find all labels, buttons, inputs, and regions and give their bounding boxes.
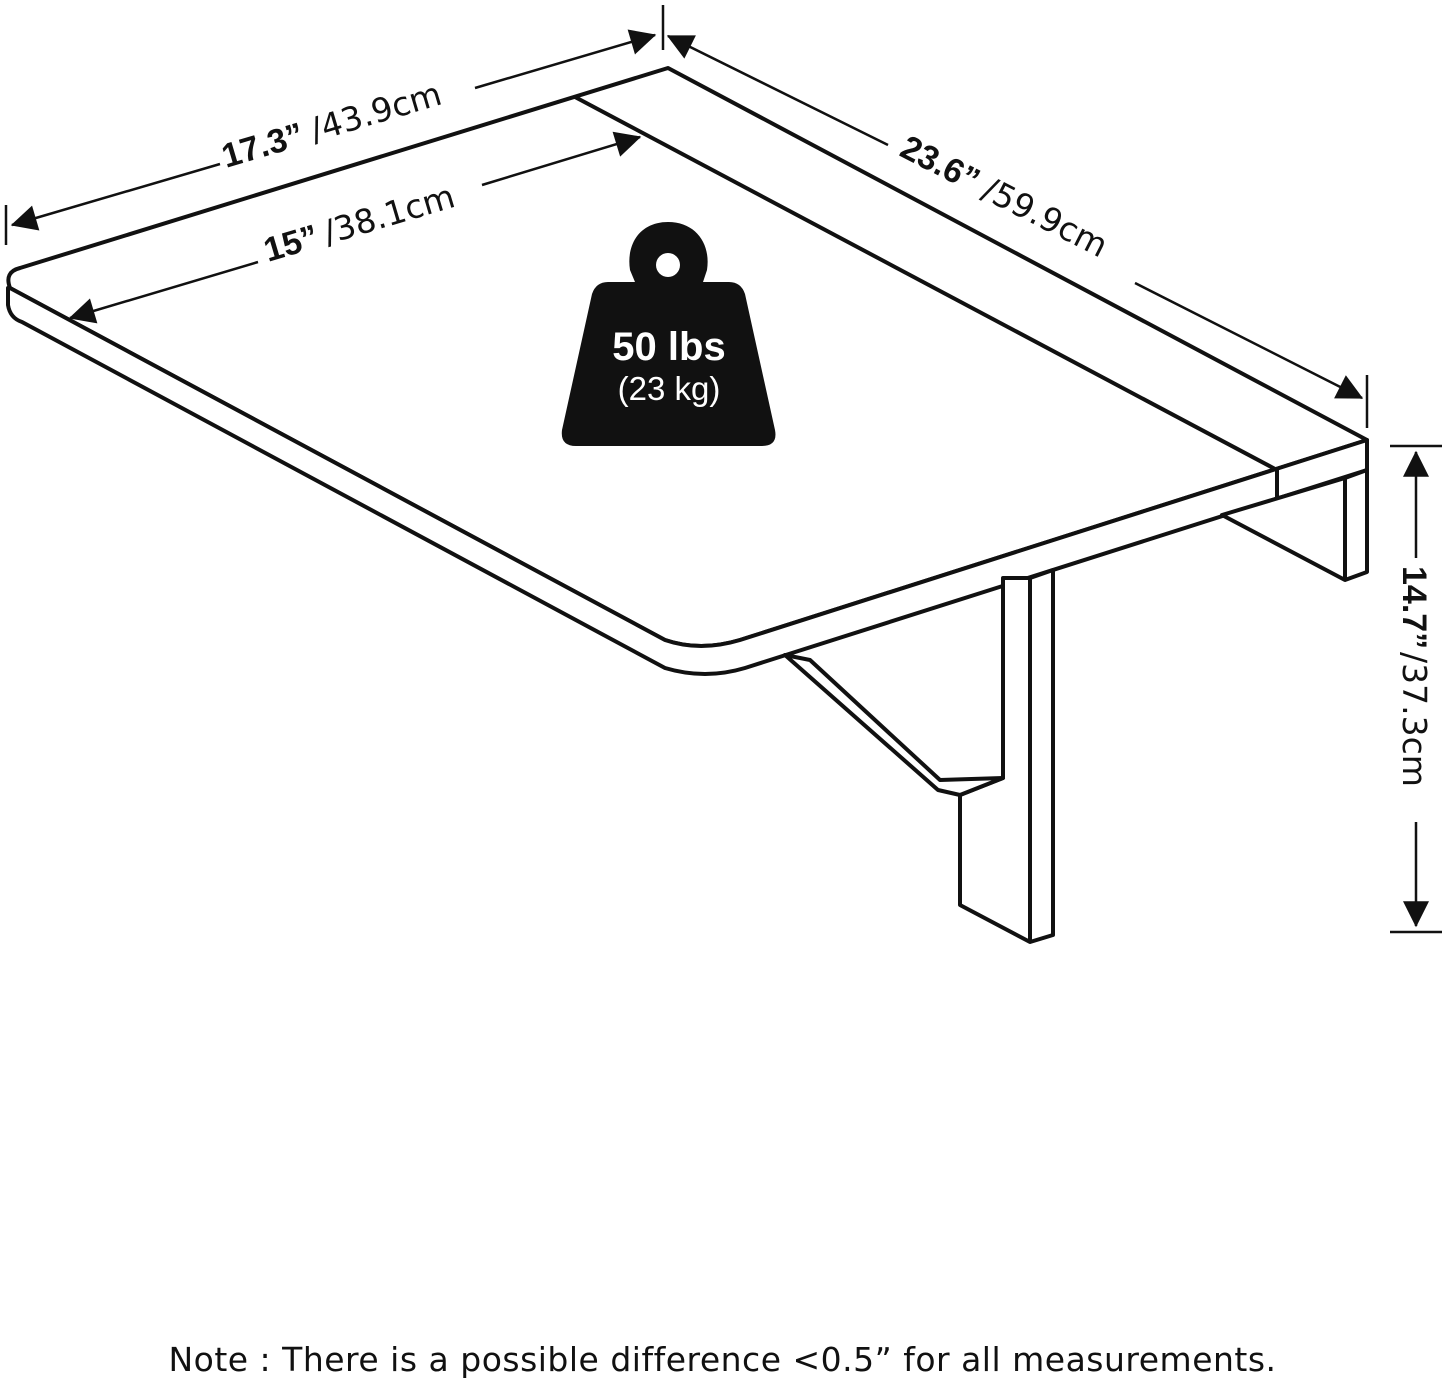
- width-imperial: 23.6”: [894, 128, 985, 200]
- weight-capacity-sub: (23 kg): [618, 370, 721, 407]
- dimension-depth-inner: [68, 131, 642, 324]
- depth-total-imperial: 17.3”: [217, 116, 308, 176]
- depth-total-metric: /43.9cm: [305, 74, 445, 150]
- right-bracket: [1220, 468, 1369, 582]
- weight-capacity-main: 50 lbs: [612, 325, 725, 369]
- dimension-height: [1390, 444, 1442, 934]
- height-imperial: 14.7”: [1395, 566, 1433, 649]
- dimension-depth-total: [4, 5, 665, 245]
- dimension-width: [666, 34, 1369, 428]
- front-bracket: [783, 568, 1055, 944]
- height-metric: /37.3cm: [1395, 652, 1434, 787]
- measurement-note: Note : There is a possible difference <0…: [168, 1340, 1277, 1379]
- weight-icon: [561, 222, 776, 446]
